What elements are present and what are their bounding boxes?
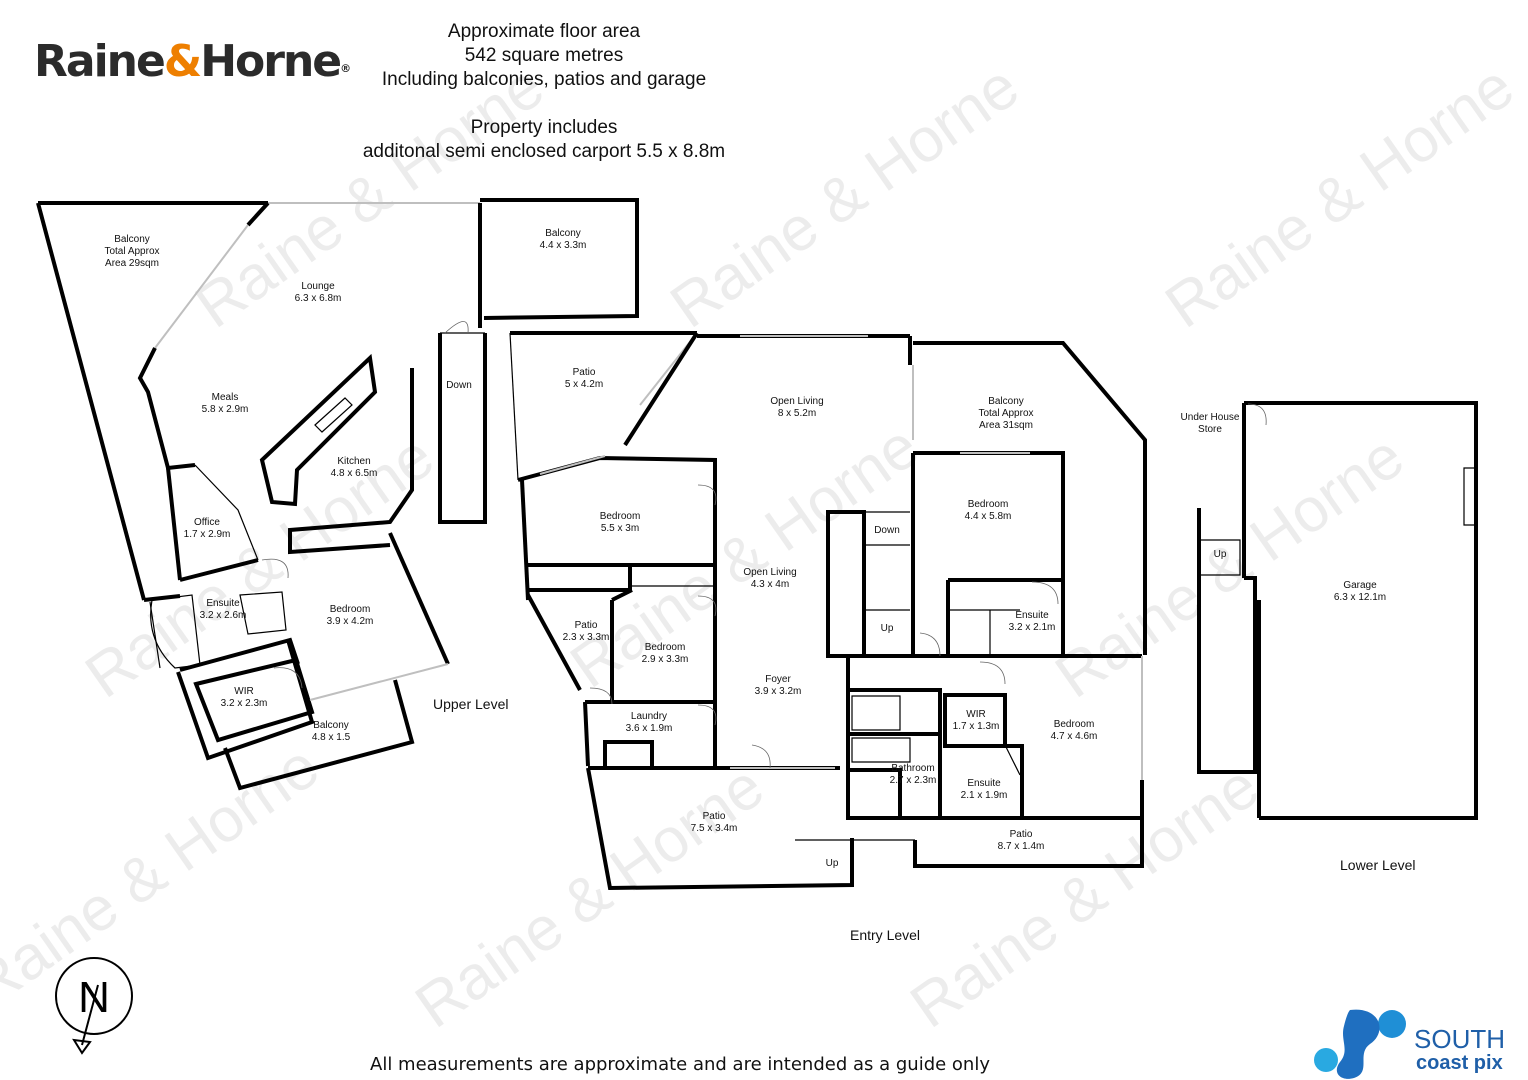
floor-area-heading: Approximate floor area — [447, 21, 641, 42]
watermark: Raine & Horne — [558, 412, 931, 702]
watermark: Raine & Horne — [183, 52, 556, 342]
brand-coast-pix: coast pix — [1416, 1052, 1503, 1074]
logo-registered-mark: ® — [340, 62, 352, 75]
room-label: WIR — [966, 709, 985, 720]
watermark: Raine & Horne — [1153, 52, 1526, 342]
room-label: Bedroom — [1054, 719, 1095, 730]
room-label: 4.8 x 1.5 — [312, 732, 351, 743]
entry-level-plan — [509, 331, 1147, 891]
room-label: Bedroom — [330, 604, 371, 615]
room-label: Bedroom — [645, 642, 686, 653]
room-label: Open Living — [770, 396, 823, 407]
room-label: Bedroom — [968, 499, 1009, 510]
room-label: 2.1 x 1.9m — [961, 790, 1008, 801]
room-label: Balcony — [988, 396, 1024, 407]
room-label: 3.2 x 2.1m — [1009, 622, 1056, 633]
logo-ampersand: & — [163, 36, 202, 87]
room-labels: Balcony Total Approx Area 29sqm Lounge 6… — [104, 228, 1386, 852]
watermark: Raine & Horne — [898, 752, 1271, 1042]
stair-up-label: Up — [826, 858, 839, 869]
room-label: WIR — [234, 686, 253, 697]
room-label: 2.7 x 2.3m — [890, 775, 937, 786]
room-label: Laundry — [631, 711, 667, 722]
room-label: 8 x 5.2m — [778, 408, 816, 419]
room-label: 5 x 4.2m — [565, 379, 603, 390]
floor-area-note: Including balconies, patios and garage — [381, 69, 707, 90]
room-label: 4.7 x 4.6m — [1051, 731, 1098, 742]
watermark: Raine & Horne — [1043, 422, 1416, 712]
floor-area-value: 542 square metres — [464, 45, 624, 66]
watermark: Raine & Horne — [403, 752, 776, 1042]
room-label: Foyer — [765, 674, 791, 685]
lower-level-plan — [1197, 401, 1478, 820]
room-label: 4.4 x 5.8m — [965, 511, 1012, 522]
room-label: 5.5 x 3m — [601, 523, 639, 534]
room-label: 7.5 x 3.4m — [691, 823, 738, 834]
room-label: 8.7 x 1.4m — [998, 841, 1045, 852]
room-label: Patio — [573, 367, 596, 378]
upper-level-plan — [36, 198, 639, 791]
room-label: 1.7 x 2.9m — [184, 529, 231, 540]
room-label: Area 31sqm — [979, 420, 1033, 431]
logo-text-horne: Horne — [200, 36, 342, 87]
stair-up-label: Up — [881, 623, 894, 634]
watermarks: Raine & Horne Raine & Horne Raine & Horn… — [0, 52, 1526, 1042]
raine-horne-logo: Raine&Horne® — [34, 36, 351, 87]
property-includes-heading: Property includes — [470, 117, 618, 138]
south-coast-pix-logo: SOUTH coast pix — [1310, 1002, 1520, 1080]
room-label: Bathroom — [891, 763, 934, 774]
room-label: Store — [1198, 424, 1222, 435]
stair-labels: Down Down Up Up Up — [446, 380, 1227, 869]
stair-up-label: Up — [1214, 549, 1227, 560]
stair-down-label: Down — [446, 380, 472, 391]
watermark: Raine & Horne — [658, 52, 1031, 342]
stair-down-label: Down — [874, 525, 900, 536]
room-label: Lounge — [301, 281, 335, 292]
room-label: Balcony — [313, 720, 349, 731]
room-label: Total Approx — [104, 246, 159, 257]
room-label: 4.4 x 3.3m — [540, 240, 587, 251]
room-label: 3.6 x 1.9m — [626, 723, 673, 734]
room-label: Ensuite — [206, 598, 240, 609]
room-label: 3.9 x 3.2m — [755, 686, 802, 697]
room-label: 3.9 x 4.2m — [327, 616, 374, 627]
room-label: 3.2 x 2.3m — [221, 698, 268, 709]
room-label: Ensuite — [1015, 610, 1049, 621]
room-label: Kitchen — [337, 456, 370, 467]
brand-south: SOUTH — [1414, 1024, 1505, 1054]
room-label: 3.2 x 2.6m — [200, 610, 247, 621]
room-label: 6.3 x 12.1m — [1334, 592, 1386, 603]
upper-level-label: Upper Level — [433, 696, 509, 712]
room-label: 2.9 x 3.3m — [642, 654, 689, 665]
room-label: Garage — [1343, 580, 1377, 591]
room-label: Office — [194, 517, 220, 528]
room-label: Balcony — [114, 234, 150, 245]
room-label: Area 29sqm — [105, 258, 159, 269]
room-label: 4.8 x 6.5m — [331, 468, 378, 479]
entry-level-label: Entry Level — [850, 927, 921, 943]
room-label: 5.8 x 2.9m — [202, 404, 249, 415]
disclaimer-footer: All measurements are approximate and are… — [370, 1054, 990, 1075]
room-label: Open Living — [743, 567, 796, 578]
south-coast-pix-mark-icon — [1314, 1009, 1406, 1079]
room-label: 2.3 x 3.3m — [563, 632, 610, 643]
north-compass-icon: N — [55, 957, 133, 1055]
room-label: Meals — [212, 392, 239, 403]
room-label: 1.7 x 1.3m — [953, 721, 1000, 732]
room-label: Patio — [703, 811, 726, 822]
room-label: Under House — [1181, 412, 1240, 423]
room-label: Patio — [1010, 829, 1033, 840]
lower-level-label: Lower Level — [1340, 857, 1416, 873]
room-label: Balcony — [545, 228, 581, 239]
room-label: Bedroom — [600, 511, 641, 522]
room-label: 6.3 x 6.8m — [295, 293, 342, 304]
room-label: Total Approx — [978, 408, 1033, 419]
carport-note: additonal semi enclosed carport 5.5 x 8.… — [362, 141, 726, 162]
room-label: Patio — [575, 620, 598, 631]
room-label: Ensuite — [967, 778, 1001, 789]
room-label: 4.3 x 4m — [751, 579, 789, 590]
logo-text-raine: Raine — [34, 36, 166, 87]
